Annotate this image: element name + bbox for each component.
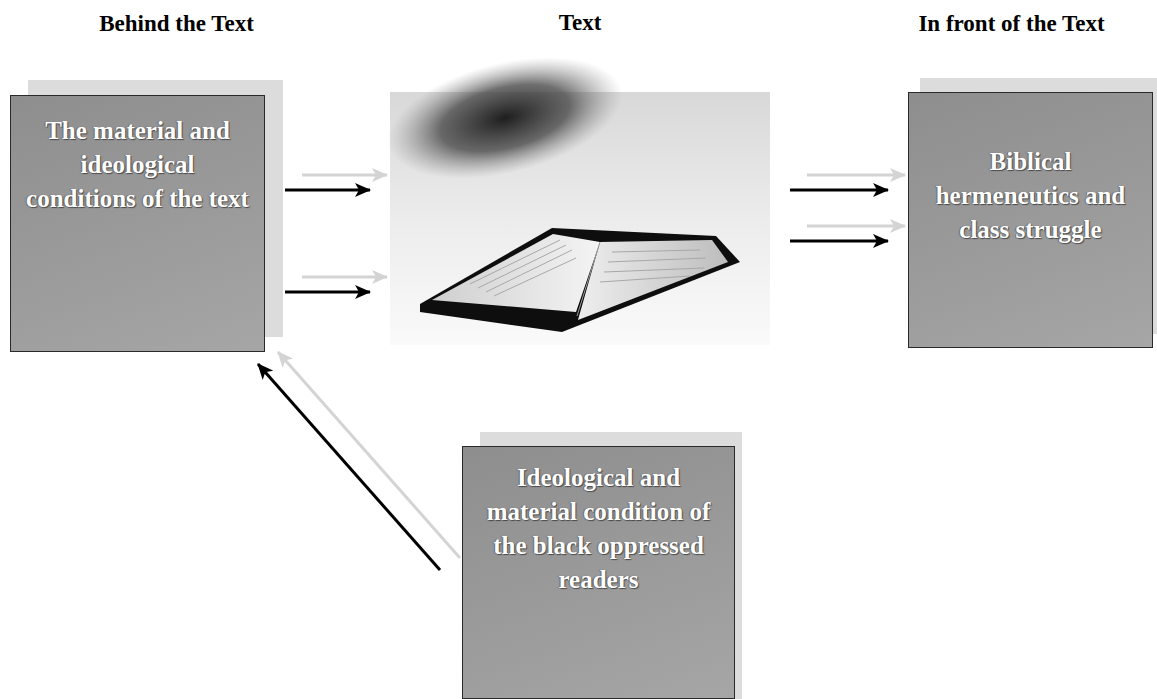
box-text: Biblical hermeneutics and class struggle xyxy=(909,93,1152,247)
box-text: The material and ideological conditions … xyxy=(11,96,264,216)
arrow-shadow xyxy=(302,276,387,279)
flow-arrow xyxy=(285,291,370,294)
reader-box: Ideological and material condition of th… xyxy=(462,446,735,699)
arrow-shadow xyxy=(807,225,905,228)
column-heading: Text xyxy=(559,10,602,36)
flow-arrow xyxy=(285,189,370,192)
outcome-box: In front of the TextBiblical hermeneutic… xyxy=(908,92,1153,348)
text-picture-frame: Text xyxy=(390,92,770,345)
column-heading: Behind the Text xyxy=(99,11,254,37)
flow-arrow xyxy=(790,240,888,243)
context-box: Behind the TextThe material and ideologi… xyxy=(10,95,265,352)
book-picture xyxy=(375,36,770,345)
box-text: Ideological and material condition of th… xyxy=(463,447,734,597)
arrow-shadow xyxy=(278,352,460,558)
arrow-shadow xyxy=(302,174,387,177)
flow-arrow xyxy=(258,364,440,570)
arrow-shadow xyxy=(807,174,905,177)
flow-arrow xyxy=(790,189,888,192)
column-heading: In front of the Text xyxy=(918,11,1104,37)
